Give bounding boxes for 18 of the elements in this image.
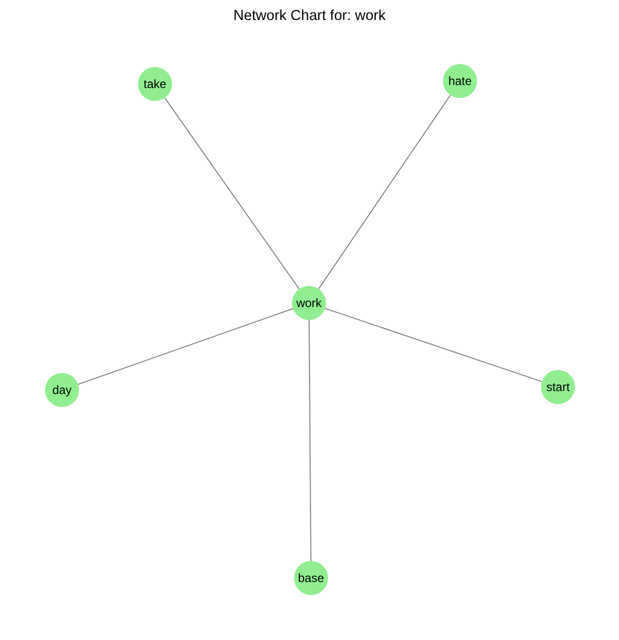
- connector-line: [78, 308, 294, 385]
- node-label: start: [546, 380, 570, 394]
- node-circle: [45, 373, 79, 407]
- node-label: hate: [448, 74, 472, 88]
- node-label: take: [144, 77, 166, 91]
- connector-line: [318, 94, 451, 290]
- connector-line: [164, 97, 300, 290]
- node-label: base: [298, 571, 324, 585]
- node-circle: [138, 67, 172, 101]
- connector-line: [324, 308, 542, 382]
- node-circle: [292, 286, 326, 320]
- node-label: work: [296, 296, 322, 310]
- connector-line: [308, 320, 312, 562]
- node-circle: [443, 64, 477, 98]
- node-label: day: [52, 383, 72, 397]
- node-circle: [541, 370, 575, 404]
- node-circle: [294, 561, 328, 595]
- chart-title: Network Chart for: work: [233, 8, 386, 24]
